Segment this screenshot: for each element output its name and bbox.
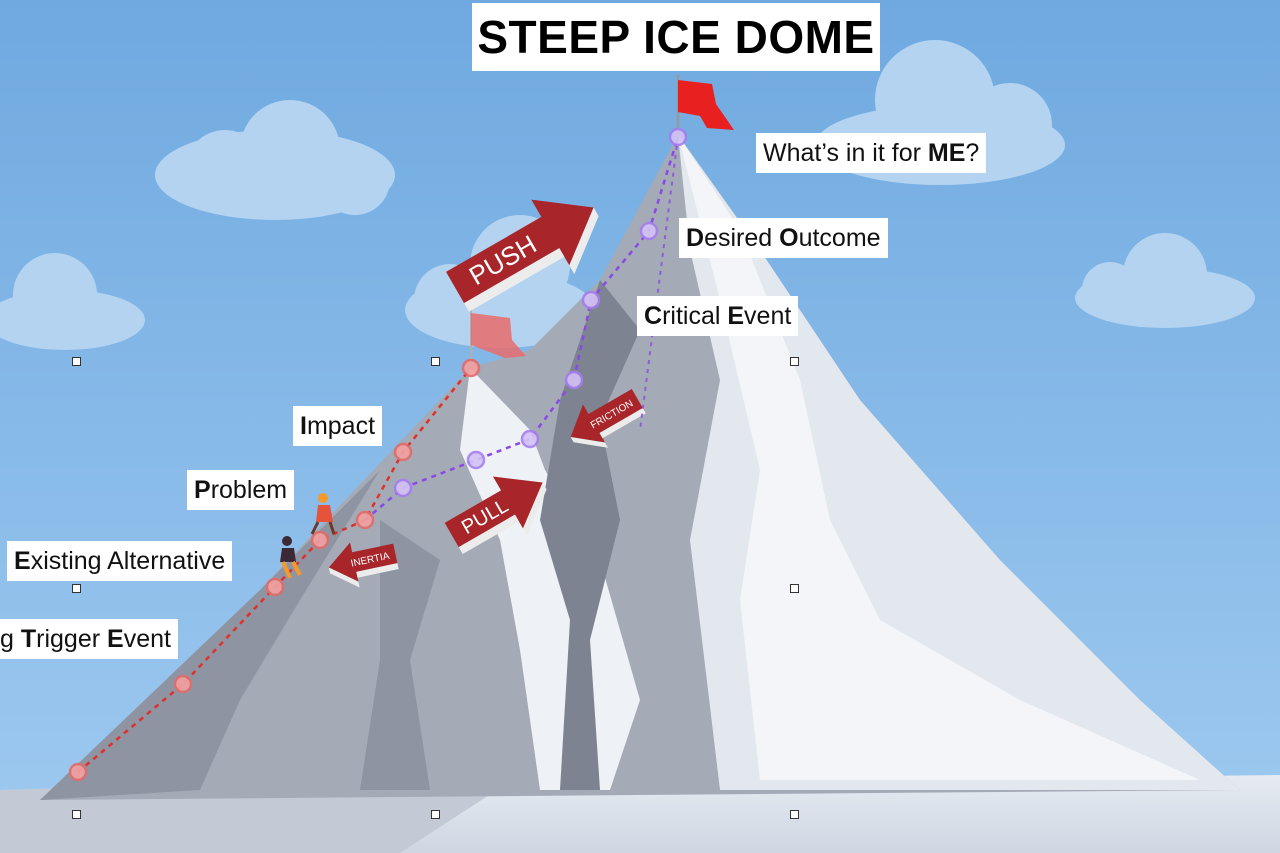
cloud-group	[0, 40, 1255, 350]
label-trigger-event: g Trigger Event	[0, 619, 178, 659]
mountain-shadow-left	[40, 470, 380, 800]
selection-handle-middle-right[interactable]	[790, 584, 799, 593]
red-node	[173, 674, 193, 694]
red-node	[393, 442, 413, 462]
cloud-left-upper	[155, 100, 395, 220]
cloud-right	[1075, 233, 1255, 328]
selection-handle-top-center[interactable]	[431, 357, 440, 366]
selection-handle-top-left[interactable]	[72, 357, 81, 366]
purple-node	[393, 478, 413, 498]
red-path-nodes	[68, 358, 481, 782]
purple-dotted-path	[364, 136, 680, 521]
climber-upper-icon	[310, 493, 336, 535]
purple-node	[581, 290, 601, 310]
purple-node	[520, 429, 540, 449]
mountain-shadow-center	[540, 280, 640, 790]
label-problem: Problem	[187, 470, 295, 510]
red-node	[265, 577, 285, 597]
purple-path-nodes	[393, 127, 688, 498]
selection-handle-bottom-center[interactable]	[431, 810, 440, 819]
inertia-arrow: INERTIA	[328, 542, 399, 588]
climber-lower-icon	[280, 536, 302, 579]
selection-handle-bottom-left[interactable]	[72, 810, 81, 819]
purple-node	[668, 127, 688, 147]
selection-handle-bottom-right[interactable]	[790, 810, 799, 819]
page-title: STEEP ICE DOME	[472, 3, 880, 71]
purple-node	[466, 450, 486, 470]
mountain-shadow-mid	[360, 520, 440, 790]
red-node	[355, 510, 375, 530]
mountain-right-face-bright	[678, 135, 1200, 780]
purple-dotted-descent	[639, 136, 679, 431]
label-impact: Impact	[293, 406, 383, 446]
red-node	[461, 358, 481, 378]
purple-node	[564, 370, 584, 390]
selection-handle-top-right[interactable]	[790, 357, 799, 366]
label-desired-outcome: Desired Outcome	[679, 218, 888, 258]
label-existing-alternative: Existing Alternative	[7, 541, 233, 581]
red-node	[68, 762, 88, 782]
cloud-left	[0, 253, 145, 350]
selection-handle-middle-left[interactable]	[72, 584, 81, 593]
label-whats-in-it-for-me: What’s in it for ME?	[756, 133, 987, 173]
purple-node	[639, 221, 659, 241]
mountain-middle-snow	[460, 368, 640, 790]
label-critical-event: Critical Event	[637, 296, 799, 336]
secondary-flag-icon	[471, 313, 526, 358]
red-node	[310, 530, 330, 550]
summit-flag-icon	[678, 80, 734, 130]
